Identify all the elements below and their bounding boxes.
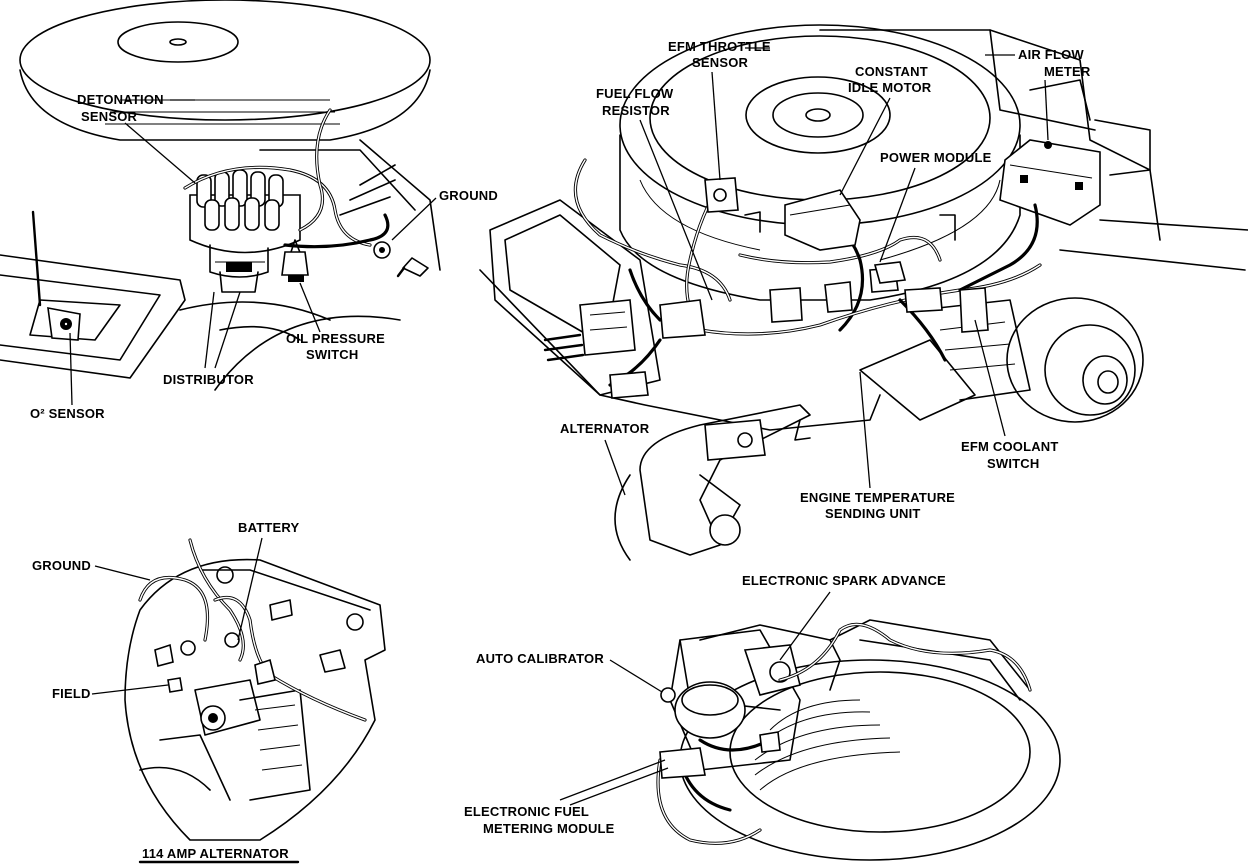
label-field: FIELD	[52, 686, 91, 701]
leader-auto-calibrator	[609, 659, 663, 693]
air-cleaner-bottom	[679, 619, 1061, 861]
label-electronic-fuel-metering-2: METERING MODULE	[483, 821, 615, 836]
valve-cover	[479, 29, 1161, 431]
label-auto-calibrator: AUTO CALIBRATOR	[476, 651, 604, 666]
leader-electronic-fuel-metering-a	[559, 759, 666, 801]
label-distributor: DISTRIBUTOR	[163, 372, 254, 387]
label-engine-temperature-1: ENGINE TEMPERATURE	[800, 490, 955, 505]
label-efm-throttle-sensor-2: SENSOR	[692, 55, 749, 70]
air-cleaner-panel: ELECTRONIC SPARK ADVANCE AUTO CALIBRATOR…	[464, 573, 1061, 861]
distributor	[189, 169, 301, 293]
exhaust-manifold	[0, 254, 401, 391]
harness-right	[573, 158, 1042, 387]
alternator-body	[124, 558, 386, 841]
air-cleaner-left	[19, 0, 441, 271]
label-air-flow-meter-1: AIR FLOW	[1018, 47, 1084, 62]
leader-efm-throttle-sensor-b	[711, 71, 721, 181]
leader-ground-bottom	[94, 565, 151, 581]
label-ground-top: GROUND	[439, 188, 498, 203]
leader-o2-sensor	[69, 332, 73, 406]
label-air-flow-meter-2: METER	[1044, 64, 1091, 79]
oil-pressure-switch	[281, 251, 309, 282]
label-electronic-spark-advance: ELECTRONIC SPARK ADVANCE	[742, 573, 946, 588]
air-flow-meter	[999, 139, 1101, 226]
distributor-towers	[196, 169, 284, 231]
label-power-module: POWER MODULE	[880, 150, 992, 165]
alternator-panel: BATTERY GROUND FIELD 114 AMP ALTERNATOR	[32, 520, 386, 864]
leader-electronic-fuel-metering-b	[569, 767, 669, 806]
label-detonation-sensor-2: SENSOR	[81, 109, 138, 124]
label-o2-sensor: O² SENSOR	[30, 406, 105, 421]
leader-constant-idle-motor	[839, 97, 891, 196]
efm-panel: EFM THROTTLE SENSOR FUEL FLOW RESISTOR C…	[479, 24, 1248, 561]
connector-blocks	[543, 267, 989, 399]
leader-distributor-b	[214, 291, 241, 369]
harness-left	[183, 108, 396, 276]
leader-electronic-spark-advance	[779, 591, 831, 661]
label-oil-pressure-switch-1: OIL PRESSURE	[286, 331, 385, 346]
label-detonation-sensor-1: DETONATION	[77, 92, 164, 107]
efm-components	[704, 177, 956, 284]
leader-oil-pressure-switch	[299, 282, 321, 333]
o2-sensor	[31, 210, 81, 341]
label-fuel-flow-resistor-1: FUEL FLOW	[596, 86, 674, 101]
label-efm-throttle-sensor-1: EFM THROTTLE	[668, 39, 771, 54]
distributor-panel: DETONATION SENSOR GROUND OIL PRESSURE SW…	[0, 0, 498, 421]
leader-efm-coolant-switch	[974, 319, 1006, 437]
leader-ground-top	[391, 197, 437, 241]
module-wiring	[656, 622, 1032, 845]
leader-distributor-a	[204, 291, 215, 369]
label-electronic-fuel-metering-1: ELECTRONIC FUEL	[464, 804, 589, 819]
label-alternator: ALTERNATOR	[560, 421, 650, 436]
label-engine-temperature-2: SENDING UNIT	[825, 506, 921, 521]
leader-field	[91, 684, 169, 695]
label-battery: BATTERY	[238, 520, 299, 535]
label-efm-coolant-switch-2: SWITCH	[987, 456, 1039, 471]
alternator-bracket	[614, 404, 811, 561]
label-constant-idle-motor-2: IDLE MOTOR	[848, 80, 932, 95]
leader-power-module	[879, 167, 916, 263]
alternator-wiring	[138, 538, 367, 722]
leader-battery	[237, 537, 263, 641]
leader-alternator	[604, 439, 626, 496]
label-oil-pressure-switch-2: SWITCH	[306, 347, 358, 362]
right-pulley	[859, 219, 1248, 423]
leader-fuel-flow-resistor	[639, 119, 713, 301]
label-constant-idle-motor-1: CONSTANT	[855, 64, 928, 79]
leader-detonation-sensor-b	[124, 122, 196, 184]
ground-bolt-top	[373, 241, 429, 278]
leader-air-flow-meter-b	[1044, 79, 1049, 141]
label-114-amp-alternator: 114 AMP ALTERNATOR	[142, 846, 289, 861]
label-efm-coolant-switch-1: EFM COOLANT	[961, 439, 1059, 454]
label-fuel-flow-resistor-2: RESISTOR	[602, 103, 670, 118]
label-ground-bottom: GROUND	[32, 558, 91, 573]
leader-engine-temperature	[859, 371, 871, 489]
